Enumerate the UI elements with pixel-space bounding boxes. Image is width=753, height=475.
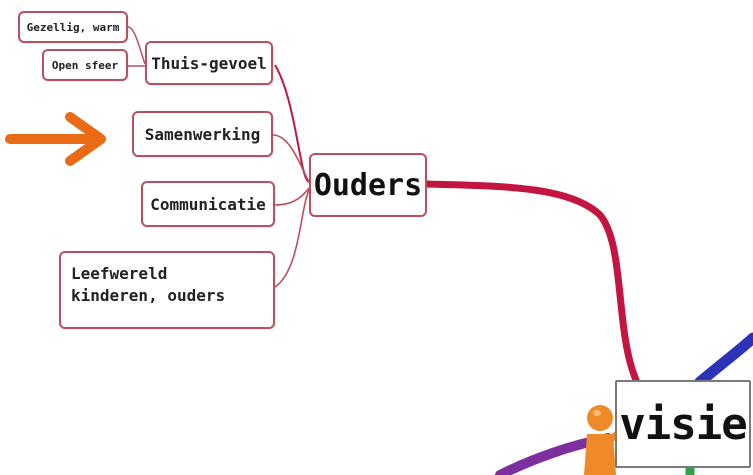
ouders-branch-line — [423, 180, 640, 384]
node-ouders-label: Ouders — [313, 167, 423, 203]
blue-branch-line — [694, 332, 753, 388]
node-thuis-gevoel-label: Thuis-gevoel — [151, 53, 267, 73]
node-thuis-gevoel: Thuis-gevoel — [145, 41, 273, 85]
node-open-sfeer: Open sfeer — [42, 49, 128, 81]
connector-thuis-gevoel — [274, 64, 310, 183]
node-gezellig-warm: Gezellig, warm — [18, 11, 128, 43]
node-visie: visie — [615, 380, 751, 468]
node-leefwereld: Leefwereld kinderen, ouders — [59, 251, 275, 329]
node-ouders: Ouders — [309, 153, 427, 217]
node-communicatie: Communicatie — [141, 181, 275, 227]
connector-samenwerking — [272, 134, 310, 183]
node-visie-label: visie — [619, 398, 747, 450]
node-leefwereld-label: Leefwereld kinderen, ouders — [71, 264, 226, 305]
connector-leefwereld — [274, 189, 310, 288]
node-samenwerking: Samenwerking — [132, 111, 273, 157]
arrow-right-icon — [5, 112, 106, 166]
connector-communicatie — [274, 187, 310, 206]
connector-gezellig — [127, 26, 146, 65]
node-communicatie-label: Communicatie — [150, 194, 266, 214]
node-gezellig-warm-label: Gezellig, warm — [26, 20, 120, 34]
node-samenwerking-label: Samenwerking — [144, 124, 261, 144]
node-open-sfeer-label: Open sfeer — [51, 58, 119, 72]
